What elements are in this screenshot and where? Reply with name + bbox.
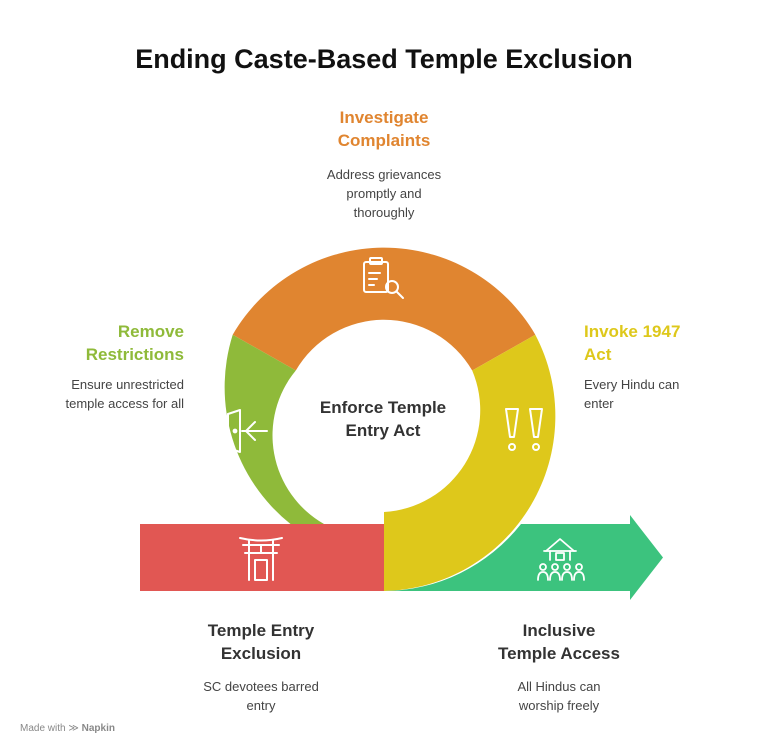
remove-desc-line-1: Ensure unrestricted: [71, 377, 184, 392]
page-title: Ending Caste-Based Temple Exclusion: [135, 44, 633, 74]
end-desc: All Hindus can worship freely: [469, 677, 649, 715]
investigate-heading: Investigate Complaints: [284, 106, 484, 152]
start-heading-line-2: Exclusion: [220, 644, 302, 663]
invoke-heading-line-2: Act: [584, 345, 612, 364]
invoke-heading-line-1: Invoke 1947: [584, 322, 681, 341]
remove-heading: Remove Restrictions: [24, 320, 184, 366]
invoke-desc-line-2: enter: [584, 396, 614, 411]
center-label: Enforce Temple Entry Act: [298, 396, 468, 442]
torii-gate-icon: [239, 537, 283, 581]
start-heading: Temple Entry Exclusion: [171, 619, 351, 665]
footer: Made with ≫ Napkin: [20, 723, 115, 734]
start-desc-line-2: entry: [246, 698, 276, 713]
investigate-desc: Address grievances promptly and thorough…: [284, 165, 484, 222]
investigate-desc-line-2: promptly and: [346, 186, 422, 201]
end-desc-line-2: worship freely: [518, 698, 600, 713]
investigate-heading-line-1: Investigate: [339, 108, 429, 127]
investigate-heading-line-2: Complaints: [337, 131, 431, 150]
footer-brand: Napkin: [81, 723, 115, 734]
temple-people-icon: [537, 538, 585, 581]
start-desc: SC devotees barred entry: [171, 677, 351, 715]
remove-desc-line-2: temple access for all: [65, 396, 185, 411]
end-heading: Inclusive Temple Access: [469, 619, 649, 665]
investigate-desc-line-1: Address grievances: [326, 167, 442, 182]
invoke-segment: [384, 334, 556, 591]
door-enter-icon: [227, 409, 268, 453]
start-heading-line-1: Temple Entry: [207, 621, 315, 640]
end-heading-line-2: Temple Access: [498, 644, 620, 663]
end-heading-line-1: Inclusive: [522, 621, 596, 640]
invoke-desc: Every Hindu can enter: [584, 375, 744, 413]
start-desc-line-1: SC devotees barred: [203, 679, 319, 694]
center-label-line-1: Enforce Temple: [319, 398, 447, 417]
remove-heading-line-1: Remove: [117, 322, 184, 341]
investigate-desc-line-3: thoroughly: [353, 205, 415, 220]
remove-segment: [224, 334, 324, 524]
double-exclamation-icon: [505, 408, 543, 451]
invoke-desc-line-1: Every Hindu can: [584, 377, 680, 392]
remove-desc: Ensure unrestricted temple access for al…: [24, 375, 185, 413]
clipboard-search-icon: [363, 257, 404, 299]
investigate-segment: [232, 247, 536, 371]
center-label-line-2: Entry Act: [345, 421, 421, 440]
end-desc-line-1: All Hindus can: [517, 679, 601, 694]
napkin-icon: ≫: [68, 723, 79, 734]
end-arrow: [384, 515, 663, 600]
remove-heading-line-2: Restrictions: [85, 345, 184, 364]
invoke-heading: Invoke 1947 Act: [584, 320, 744, 366]
footer-prefix: Made with: [20, 723, 66, 734]
